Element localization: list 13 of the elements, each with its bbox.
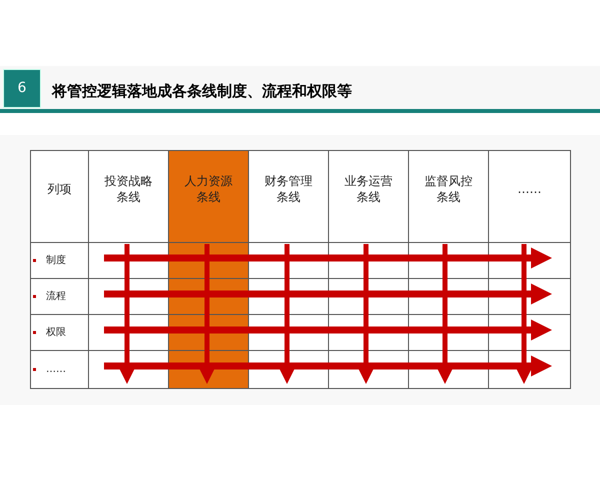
table-cell: 流程 — [30, 278, 89, 315]
table-cell: 列项 — [30, 150, 89, 243]
table-cell: 财务管理条线 — [248, 150, 329, 243]
table-cell: …… — [488, 150, 571, 243]
number-badge: 6 — [3, 69, 41, 108]
table-cell: …… — [30, 350, 89, 389]
table-cell: 制度 — [30, 242, 89, 279]
table-cell: 权限 — [30, 314, 89, 351]
table-cell: 投资战略条线 — [88, 150, 169, 243]
table-cell: 监督风控条线 — [408, 150, 489, 243]
slide-title: 将管控逻辑落地成各条线制度、流程和权限等 — [52, 81, 352, 102]
table-cell: 业务运营条线 — [328, 150, 409, 243]
table-cell: 人力资源条线 — [168, 150, 249, 243]
